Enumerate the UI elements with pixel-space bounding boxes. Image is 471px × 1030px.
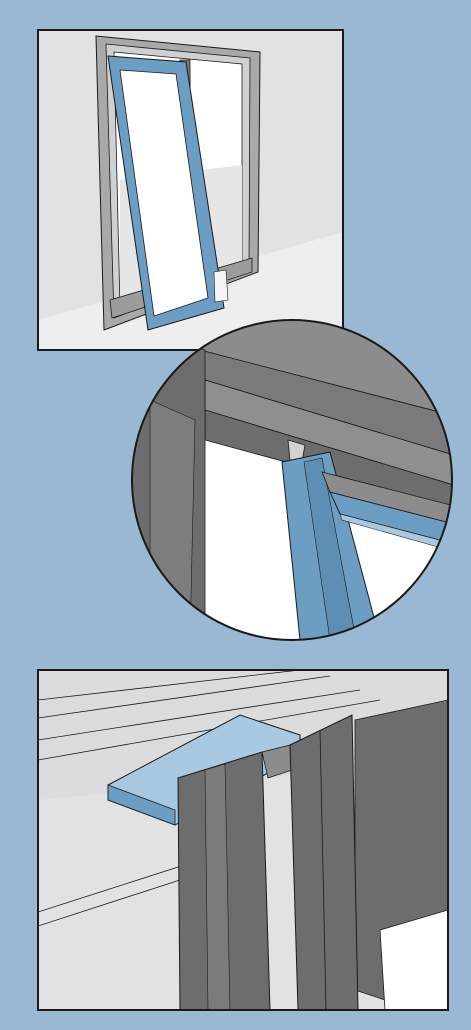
sill-plate [214, 270, 228, 302]
adjacent-post [290, 715, 358, 1010]
panel-overview [38, 30, 343, 350]
panel-closeup [38, 670, 448, 1010]
